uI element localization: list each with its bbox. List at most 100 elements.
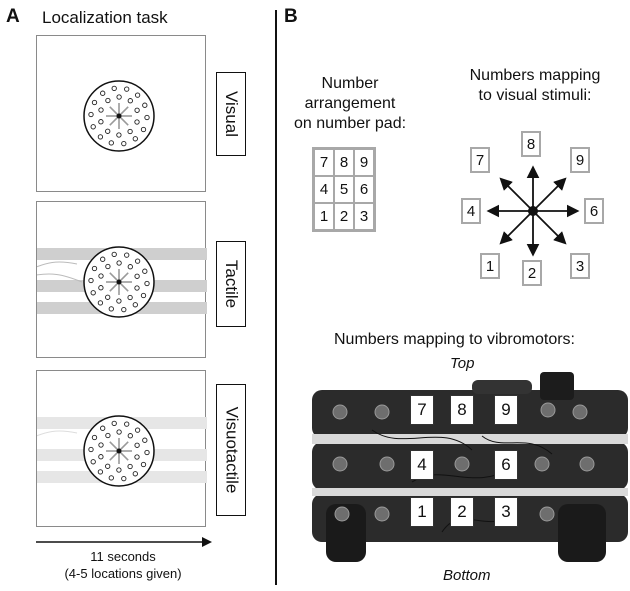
stimulus-location-dot xyxy=(121,140,127,147)
pad-key-8: 8 xyxy=(334,149,354,176)
visual-map-3: 3 xyxy=(570,253,590,279)
stimulus-location-dot xyxy=(111,251,117,258)
panel-divider xyxy=(275,10,277,585)
stimulus-location-dot xyxy=(144,280,150,287)
vibromotor-map-title: Numbers mapping to vibromotors: xyxy=(334,331,575,348)
fixation-point xyxy=(116,279,122,285)
stimulus-location-dot xyxy=(105,432,111,439)
visual-map-4: 4 xyxy=(461,198,481,224)
stimulus-location-dot xyxy=(140,461,147,468)
pad-key-5: 5 xyxy=(334,176,354,203)
stimulus-location-dot xyxy=(116,298,122,304)
stimulus-location-dot xyxy=(124,252,130,258)
visual-map-title-line-1: Numbers mapping xyxy=(469,67,601,84)
vibro-label-7: 7 xyxy=(410,395,434,425)
visual-map-title: Numbers mapping to visual stimuli: xyxy=(440,66,630,106)
visual-map-2: 2 xyxy=(522,260,542,286)
stimulus-location-dot xyxy=(97,134,104,140)
vibro-label-1: 1 xyxy=(410,497,434,527)
vibro-label-9: 9 xyxy=(494,395,518,425)
stimulus-location-dot xyxy=(91,265,98,272)
vibro-label-3: 3 xyxy=(494,497,518,527)
vibro-label-6: 6 xyxy=(494,450,518,480)
stimulus-location-dot xyxy=(88,446,94,453)
stimulus-location-dot xyxy=(127,98,133,104)
pad-title: Number arrangement on number pad: xyxy=(290,74,410,134)
stimulus-location-dot xyxy=(97,300,104,306)
stimulus-location-dot xyxy=(132,302,138,308)
pad-key-1: 1 xyxy=(314,203,334,230)
number-pad-grid: 7 8 9 4 5 6 1 2 3 xyxy=(312,147,376,232)
stimulus-location-dot xyxy=(134,427,141,433)
pad-key-2: 2 xyxy=(334,203,354,230)
visual-condition-frame xyxy=(36,35,206,192)
stimulus-location-dot xyxy=(127,128,133,135)
stimulus-location-dot xyxy=(88,277,94,284)
stimulus-location-dot xyxy=(91,434,98,441)
tactile-label: Tactile xyxy=(222,259,241,309)
time-sublabel: (4-5 locations given) xyxy=(64,566,182,581)
stimulus-location-dot xyxy=(134,454,140,460)
time-label: 11 seconds xyxy=(90,549,156,564)
timeline-arrow xyxy=(36,537,212,547)
visual-label-box: Visual xyxy=(216,72,246,156)
stimulus-location-dot xyxy=(140,126,147,133)
visual-map-1: 1 xyxy=(480,253,500,279)
stimulus-location-dot xyxy=(142,437,148,443)
stimulus-location-dot xyxy=(134,273,140,279)
stimulus-location-dot xyxy=(124,86,130,92)
stimulus-location-dot xyxy=(132,471,138,477)
tactile-condition-frame xyxy=(36,201,207,358)
stimulus-location-dot xyxy=(127,294,133,301)
stimulus-location-dot xyxy=(90,290,96,296)
stimulus-location-dot xyxy=(132,136,138,142)
stimulus-location-dot xyxy=(98,273,104,279)
stimulus-location-dot xyxy=(108,140,114,146)
visuotactile-stimulus-display xyxy=(37,415,207,487)
stimulus-location-dot xyxy=(116,132,122,138)
bottom-label: Bottom xyxy=(443,567,491,584)
vibro-label-2: 2 xyxy=(450,497,474,527)
visual-mapping-arrows xyxy=(486,165,580,257)
stimulus-location-dot xyxy=(98,285,104,291)
stimulus-location-dot xyxy=(108,306,114,312)
stimulus-location-dot xyxy=(134,442,140,448)
stimulus-location-dot xyxy=(144,114,150,121)
pad-key-7: 7 xyxy=(314,149,334,176)
stimulus-location-dot xyxy=(88,111,94,118)
stimulus-location-dot xyxy=(97,469,104,475)
stimulus-location-dot xyxy=(91,99,98,106)
visual-map-title-line-2: to visual stimuli: xyxy=(478,87,592,104)
stimulus-location-dot xyxy=(98,454,104,460)
panel-a-letter: A xyxy=(6,6,20,27)
pad-key-6: 6 xyxy=(354,176,374,203)
visual-map-9: 9 xyxy=(570,147,590,173)
stimulus-location-dot xyxy=(124,421,130,427)
stimulus-location-dot xyxy=(121,306,127,313)
stimulus-location-dot xyxy=(144,449,150,456)
stimulus-location-dot xyxy=(116,467,122,473)
visuotactile-label-box: Visuotactile xyxy=(216,384,246,516)
stimulus-location-dot xyxy=(116,429,122,435)
vibro-label-4: 4 xyxy=(410,450,434,480)
panel-b-letter: B xyxy=(284,6,298,27)
pad-key-3: 3 xyxy=(354,203,374,230)
stimulus-location-dot xyxy=(134,107,140,113)
pad-title-line-1: Number xyxy=(321,75,379,92)
stimulus-location-dot xyxy=(90,459,96,465)
stimulus-location-dot xyxy=(100,90,106,96)
stimulus-location-dot xyxy=(90,124,96,130)
fixation-point xyxy=(116,448,122,454)
stimulus-location-dot xyxy=(134,258,141,264)
stimulus-location-dot xyxy=(98,119,104,125)
pad-key-9: 9 xyxy=(354,149,374,176)
fixation-point xyxy=(116,113,122,119)
stimulus-location-dot xyxy=(105,263,111,270)
visuotactile-condition-frame xyxy=(36,370,207,527)
stimulus-location-dot xyxy=(116,94,122,100)
visuotactile-label: Visuotactile xyxy=(222,406,242,494)
visual-label: Visual xyxy=(222,91,241,137)
stimulus-location-dot xyxy=(98,442,104,448)
stimulus-location-dot xyxy=(105,294,111,300)
stimulus-location-dot xyxy=(127,264,133,270)
